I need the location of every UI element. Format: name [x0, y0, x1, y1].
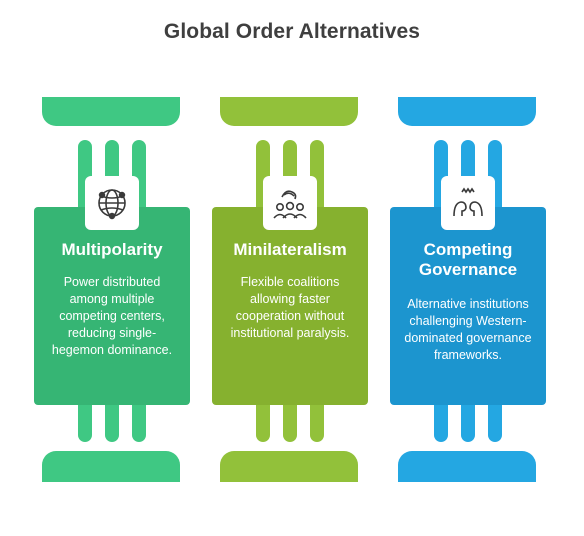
group-handshake-icon [263, 176, 317, 230]
pillar-title: Competing Governance [418, 240, 518, 279]
pillar-bottom-cap [220, 451, 358, 482]
pillar-bottom-cap [398, 451, 536, 482]
pillar-description: Flexible coalitions allowing faster coop… [230, 275, 350, 340]
pillar-competing-governance: Competing Governance Alternative institu… [390, 0, 546, 536]
pillar-card [34, 207, 190, 405]
pillar-description: Alternative institutions challenging Wes… [404, 297, 532, 362]
competing-heads-icon [441, 176, 495, 230]
page-title: Global Order Alternatives [163, 20, 421, 43]
pillar-title: Multipolarity [61, 240, 163, 259]
pillar-card [390, 207, 546, 405]
pillar-card [212, 207, 368, 405]
pillar-top-cap [398, 97, 536, 126]
pillar-minilateralism: Minilateralism Flexible coalitions allow… [212, 0, 368, 536]
globe-network-icon [85, 176, 139, 230]
pillar-title: Minilateralism [233, 240, 347, 259]
pillar-top-cap [42, 97, 180, 126]
pillar-multipolarity: Multipolarity Power distributed among mu… [34, 0, 190, 536]
pillar-top-cap [220, 97, 358, 126]
pillar-bottom-cap [42, 451, 180, 482]
pillar-description: Power distributed among multiple competi… [51, 275, 173, 357]
